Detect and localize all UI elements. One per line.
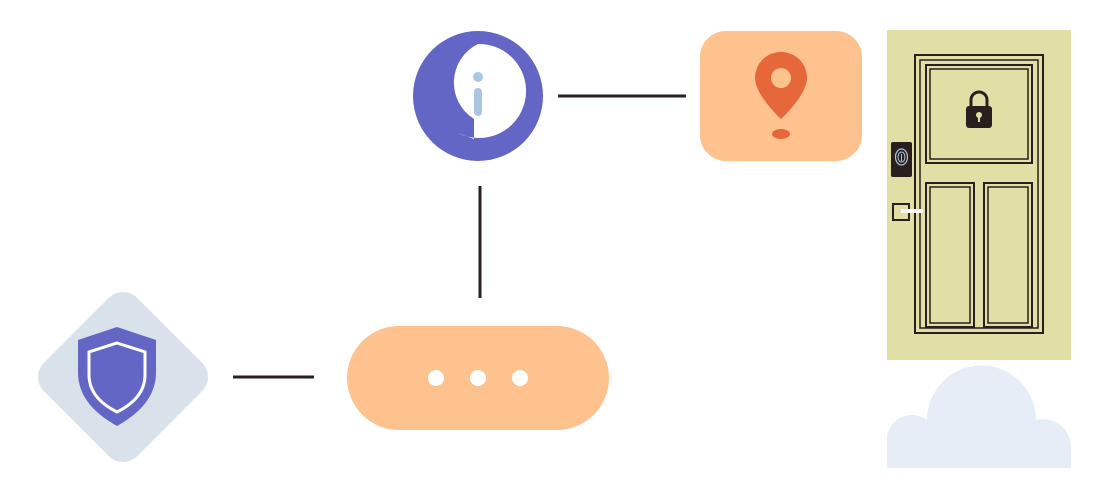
smart-lock-door-icon bbox=[887, 30, 1071, 360]
location-pin-icon bbox=[755, 52, 807, 139]
padlock-icon bbox=[966, 90, 992, 128]
info-chat-icon bbox=[413, 31, 543, 161]
ellipsis-bubble-icon bbox=[347, 326, 609, 430]
shield-icon bbox=[78, 327, 156, 426]
fingerprint-icon bbox=[891, 142, 912, 177]
location-node bbox=[700, 31, 862, 161]
cloud-icon bbox=[887, 365, 1072, 468]
door-handle bbox=[892, 203, 923, 221]
security-node bbox=[37, 291, 209, 463]
